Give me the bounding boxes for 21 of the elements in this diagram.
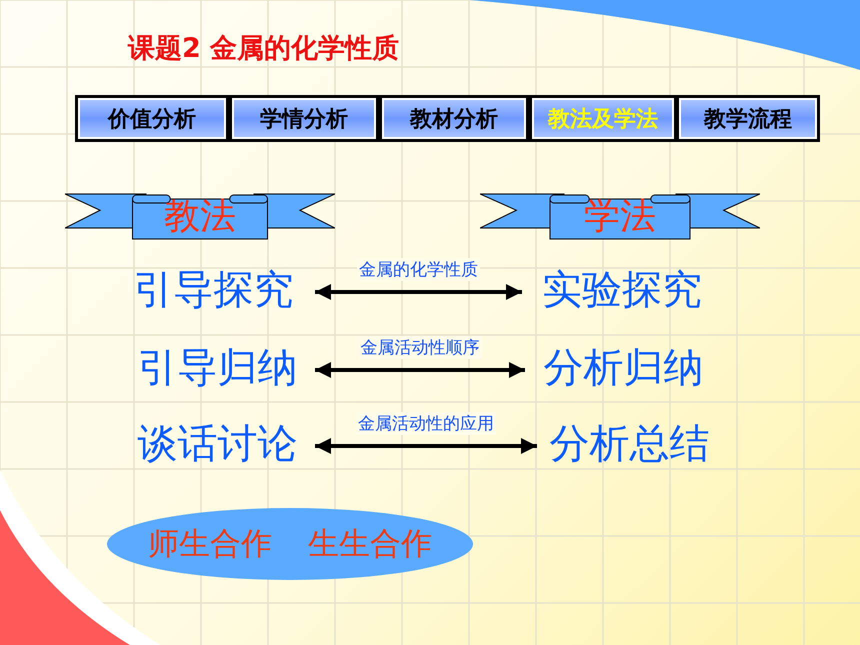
nav-tab: 教法及学法: [529, 95, 677, 142]
ribbon-banner: 教法: [65, 192, 335, 240]
edge-label: 金属活动性顺序: [358, 336, 482, 359]
edge-label: 金属的化学性质: [357, 258, 480, 281]
nav-tab: 教学流程: [676, 95, 820, 142]
method-text: 引导探究: [112, 264, 315, 314]
method-text: 引导归纳: [120, 341, 315, 393]
nav-tab: 学情分析: [229, 95, 379, 142]
ribbon-banner: 学法: [480, 192, 760, 240]
double-arrow: [315, 438, 537, 454]
nav-tab: 教材分析: [379, 95, 529, 142]
double-arrow: [315, 284, 522, 300]
edge-label: 金属活动性的应用: [356, 412, 496, 435]
slide-title: 课题2 金属的化学性质: [128, 32, 400, 66]
method-text: 分析归纳: [525, 341, 722, 393]
double-arrow: [315, 362, 525, 378]
cooperation-ellipse: 师生合作 生生合作: [107, 508, 473, 580]
method-text: 谈话讨论: [120, 417, 315, 469]
nav-tab: 价值分析: [75, 95, 229, 142]
method-text: 实验探究: [522, 264, 722, 314]
method-text: 分析总结: [537, 417, 722, 469]
